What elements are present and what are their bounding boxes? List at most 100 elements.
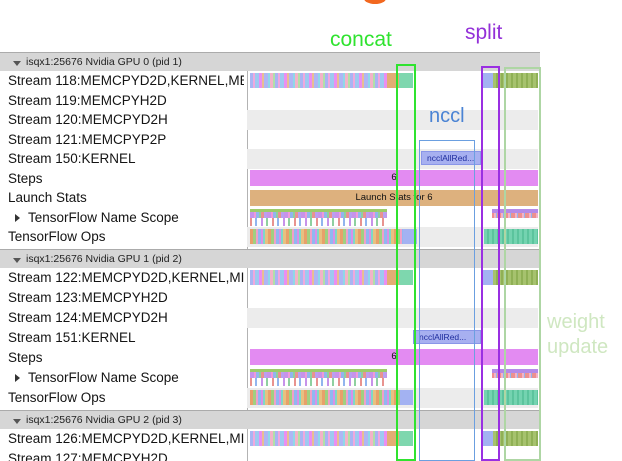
row-label: Stream 150:KERNEL	[8, 151, 136, 166]
tf-ops-events-right[interactable]	[484, 389, 538, 405]
trace-event-orange[interactable]	[387, 430, 399, 446]
tf-ops-events-left[interactable]	[250, 229, 403, 244]
row-label: Stream 126:MEMCPYD2D,KERNEL,MI	[8, 430, 244, 446]
row-stream-123: Stream 123:MEMCPYH2D	[0, 288, 622, 308]
tf-ops-event-periwinkle[interactable]	[400, 389, 413, 405]
tf-ops-event-periwinkle[interactable]	[403, 229, 417, 244]
weight-update-line2: update	[547, 336, 609, 358]
trace-event-teal[interactable]	[399, 73, 413, 88]
row-tf-ops-gpu1: TensorFlow Ops	[0, 387, 622, 408]
trace-events-segment[interactable]	[250, 430, 387, 446]
nccl-allreduce-bar[interactable]: ncclAllRed...	[413, 329, 481, 344]
tf-ops-events-left[interactable]	[250, 389, 400, 405]
gpu1-header-label: isqx1:25676 Nvidia GPU 1 (pid 2)	[26, 252, 182, 265]
row-label: Stream 118:MEMCPYD2D,KERNEL,ME	[8, 73, 244, 88]
flame-ragged	[250, 377, 387, 386]
annotation-concat-label: concat	[330, 28, 392, 51]
annotation-split-label: split	[465, 21, 503, 44]
launch-stats-bar[interactable]: Launch Stats for 6	[250, 189, 538, 206]
row-label: Stream 120:MEMCPYD2H	[8, 112, 168, 127]
row-stream-150: Stream 150:KERNEL ncclAllRed...	[0, 149, 622, 169]
trace-events-olive[interactable]	[493, 269, 538, 285]
row-stream-124: Stream 124:MEMCPYD2H	[0, 307, 622, 328]
trace-events-olive[interactable]	[493, 73, 538, 88]
steps-bar[interactable]: 6	[250, 170, 538, 186]
row-stream-119: Stream 119:MEMCPYH2D	[0, 91, 622, 111]
row-label: Stream 122:MEMCPYD2D,KERNEL,MI	[8, 269, 244, 285]
section-gpu2: isqx1:25676 Nvidia GPU 2 (pid 3) Stream …	[0, 409, 622, 461]
row-stream-127: Stream 127:MEMCPYH2D	[0, 449, 622, 461]
row-label: TensorFlow Ops	[8, 229, 106, 244]
row-tf-name-scope-gpu0[interactable]: TensorFlow Name Scope	[0, 208, 622, 228]
annotation-nccl-label: nccl	[429, 105, 465, 127]
row-label: Stream 127:MEMCPYH2D	[8, 450, 168, 461]
row-stream-122: Stream 122:MEMCPYD2D,KERNEL,MI	[0, 268, 622, 288]
row-label: TensorFlow Name Scope	[28, 209, 179, 225]
trace-event-periwinkle[interactable]	[482, 430, 493, 446]
name-scope-flame-left[interactable]	[250, 208, 387, 226]
row-label: Steps	[8, 170, 43, 186]
collapse-triangle-icon	[13, 418, 21, 424]
trace-events-olive[interactable]	[493, 430, 538, 446]
clipped-orange-shape	[364, 0, 386, 4]
expand-triangle-icon[interactable]	[15, 373, 20, 382]
row-shade	[247, 110, 538, 130]
flame-blocks	[250, 371, 387, 378]
row-steps-gpu0: Steps 6	[0, 169, 622, 189]
flame-strip	[492, 208, 538, 213]
name-scope-flame-left[interactable]	[250, 368, 387, 386]
trace-area: isqx1:25676 Nvidia GPU 0 (pid 1) Stream …	[0, 52, 622, 461]
gpu1-header[interactable]: isqx1:25676 Nvidia GPU 1 (pid 2)	[0, 248, 540, 268]
row-label: Stream 124:MEMCPYD2H	[8, 309, 168, 325]
name-scope-flame-right[interactable]	[492, 208, 538, 219]
row-stream-121: Stream 121:MEMCPYP2P	[0, 130, 622, 150]
row-tf-name-scope-gpu1[interactable]: TensorFlow Name Scope	[0, 368, 622, 388]
row-label: Stream 123:MEMCPYH2D	[8, 289, 168, 305]
row-shade	[247, 307, 538, 328]
expand-triangle-icon[interactable]	[15, 213, 20, 222]
annotation-weight-update-label: weight update	[547, 310, 608, 360]
weight-update-line1: weight	[547, 311, 605, 333]
section-gpu1: isqx1:25676 Nvidia GPU 1 (pid 2) Stream …	[0, 248, 622, 408]
trace-event-teal[interactable]	[399, 430, 413, 446]
gpu0-header-label: isqx1:25676 Nvidia GPU 0 (pid 1)	[26, 56, 182, 68]
name-scope-flame-right[interactable]	[492, 368, 538, 379]
flame-strip	[250, 368, 387, 372]
gpu2-header-label: isqx1:25676 Nvidia GPU 2 (pid 3)	[26, 413, 182, 426]
flame-strip	[492, 368, 538, 373]
steps-bar[interactable]: 6	[250, 349, 538, 365]
flame-bits	[492, 372, 538, 378]
row-label: TensorFlow Ops	[8, 389, 106, 405]
row-label: Steps	[8, 349, 43, 365]
collapse-triangle-icon	[13, 257, 21, 263]
row-launch-stats: Launch Stats Launch Stats for 6	[0, 188, 622, 208]
row-stream-120: Stream 120:MEMCPYD2H	[0, 110, 622, 130]
row-shade	[247, 149, 538, 169]
trace-event-periwinkle[interactable]	[482, 269, 493, 285]
flame-strip	[250, 208, 387, 212]
trace-event-orange[interactable]	[387, 73, 399, 88]
trace-events-segment[interactable]	[250, 269, 387, 285]
trace-events-segment[interactable]	[250, 73, 387, 88]
trace-event-periwinkle[interactable]	[482, 73, 493, 88]
row-steps-gpu1: Steps 6	[0, 348, 622, 368]
row-label: Stream 119:MEMCPYH2D	[8, 92, 167, 108]
trace-event-teal[interactable]	[399, 269, 413, 285]
gpu0-header[interactable]: isqx1:25676 Nvidia GPU 0 (pid 1)	[0, 52, 540, 71]
row-stream-126: Stream 126:MEMCPYD2D,KERNEL,MI	[0, 429, 622, 449]
row-tf-ops-gpu0: TensorFlow Ops	[0, 227, 622, 247]
flame-blocks	[250, 211, 387, 218]
trace-event-orange[interactable]	[387, 269, 399, 285]
collapse-triangle-icon	[13, 61, 21, 66]
row-stream-118: Stream 118:MEMCPYD2D,KERNEL,ME	[0, 71, 622, 91]
section-gpu0: isqx1:25676 Nvidia GPU 0 (pid 1) Stream …	[0, 52, 622, 247]
gpu2-header[interactable]: isqx1:25676 Nvidia GPU 2 (pid 3)	[0, 409, 540, 429]
row-label: Stream 121:MEMCPYP2P	[8, 131, 167, 147]
row-stream-151: Stream 151:KERNEL ncclAllRed...	[0, 328, 622, 348]
row-label: Stream 151:KERNEL	[8, 329, 136, 345]
row-label: Launch Stats	[8, 190, 87, 205]
row-label: TensorFlow Name Scope	[28, 369, 179, 385]
nccl-allreduce-bar[interactable]: ncclAllRed...	[421, 151, 481, 165]
flame-ragged	[250, 217, 387, 226]
tf-ops-events-right[interactable]	[484, 229, 538, 244]
